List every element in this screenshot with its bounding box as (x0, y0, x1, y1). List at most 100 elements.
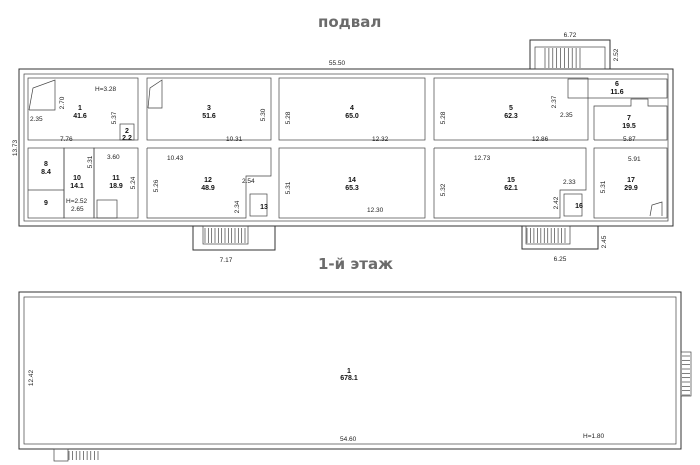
room-5-area: 62.3 (504, 113, 518, 120)
dim-br-stair-depth: 2.45 (601, 235, 608, 248)
room-1-dim: 2.70 (59, 96, 66, 109)
basement-plan: 1 41.6 2 2.2 3 51.6 4 65.0 5 62.3 6 11.6… (12, 32, 674, 264)
room-16-num: 16 (575, 203, 583, 210)
room-10-num: 10 (73, 175, 81, 182)
room-17 (593, 147, 668, 219)
room-15-area: 62.1 (504, 185, 518, 192)
room-6-num: 6 (615, 81, 619, 88)
dimension-labels: 55.50 13.73 6.72 2.52 7.17 6.25 2.45 H=3… (12, 32, 641, 264)
ff-room-1-num: 1 (347, 368, 351, 375)
room-1-area: 41.6 (73, 113, 87, 120)
room-3-area: 51.6 (202, 113, 216, 120)
room-2-num: 2 (125, 128, 129, 135)
room-12-num: 12 (204, 177, 212, 184)
room-4 (278, 77, 426, 141)
room-13-num: 13 (260, 204, 268, 211)
room-12-dim: 5.26 (153, 179, 160, 192)
room-5-dim: 5.28 (440, 111, 447, 124)
ff-height: H=1.80 (583, 433, 605, 440)
room-17-dim: 5.31 (600, 180, 607, 193)
first-floor-inner-wall (23, 296, 677, 445)
room-1-dim: 2.35 (30, 116, 43, 123)
room-1-height: H=3.28 (95, 86, 117, 93)
top-stair (529, 39, 611, 70)
room-1-stair (28, 79, 56, 111)
dim-top-stair-depth: 2.52 (613, 48, 620, 61)
room-16 (563, 193, 583, 217)
basement-inner-wall (23, 73, 669, 222)
room-17-stair (649, 201, 663, 217)
room-1-num: 1 (78, 105, 82, 112)
room-10-dim: 2.65 (71, 206, 84, 213)
bottom-right-stair (521, 225, 599, 250)
room-8-9 (27, 147, 65, 219)
dim-bl-stair-width: 7.17 (220, 257, 233, 264)
room-14-num: 14 (348, 177, 356, 184)
basement-outer-wall (18, 68, 674, 227)
room-5-dim: 2.37 (551, 95, 558, 108)
first-floor-title: 1-й этаж (318, 255, 394, 273)
room-5-num: 5 (509, 105, 513, 112)
basement-title: подвал (318, 13, 382, 31)
room-7-dim: 5.87 (623, 136, 636, 143)
room-2-area: 2.2 (122, 135, 132, 142)
room-3-num: 3 (207, 105, 211, 112)
bottom-left-stair (192, 225, 276, 251)
room-4-dim: 12.32 (372, 136, 389, 143)
room-15-dim: 2.42 (553, 196, 560, 209)
room-4-dim: 5.28 (285, 111, 292, 124)
room-9-num: 9 (44, 200, 48, 207)
first-floor-right-stair (680, 351, 692, 397)
room-3-dim: 5.30 (260, 108, 267, 121)
room-17-area: 29.9 (624, 185, 638, 192)
room-14-area: 65.3 (345, 185, 359, 192)
room-4-area: 65.0 (345, 113, 359, 120)
room-8-num: 8 (44, 161, 48, 168)
room-11-stair (96, 199, 118, 219)
dim-overall-width: 55.50 (329, 60, 346, 67)
room-10-height: H=2.52 (66, 198, 88, 205)
room-12 (146, 147, 272, 219)
room-1 (27, 77, 139, 141)
room-2 (119, 123, 135, 141)
room-12-dim: 2.34 (234, 200, 241, 213)
room-15-num: 15 (507, 177, 515, 184)
ff-dim-width: 54.60 (340, 436, 357, 443)
first-floor-plan: 1 678.1 12.42 54.60 H=1.80 (18, 291, 692, 462)
room-3-dim: 10.31 (226, 136, 243, 143)
room-11-dim: 3.60 (107, 154, 120, 161)
room-14-dim: 5.31 (285, 181, 292, 194)
room-11-dim: 5.24 (130, 176, 137, 189)
room-17-dim: 5.91 (628, 156, 641, 163)
room-10-dim: 5.31 (87, 155, 94, 168)
room-11-num: 11 (112, 175, 120, 182)
room-12-area: 48.9 (201, 185, 215, 192)
room-5 (433, 77, 589, 141)
room-10-area: 14.1 (70, 183, 84, 190)
room-12-dim: 2.54 (242, 178, 255, 185)
room-1-dim: 7.76 (60, 136, 73, 143)
room-6-area: 11.6 (610, 89, 623, 96)
room-17-num: 17 (627, 177, 635, 184)
room-14 (278, 147, 426, 219)
ff-dim-depth: 12.42 (28, 369, 35, 386)
room-5-dim: 2.35 (560, 112, 573, 119)
dim-br-stair-width: 6.25 (554, 256, 567, 263)
room-8-area: 8.4 (41, 169, 51, 176)
room-5-dim: 12.86 (532, 136, 549, 143)
room-labels: 1 41.6 2 2.2 3 51.6 4 65.0 5 62.3 6 11.6… (41, 81, 638, 211)
room-3 (146, 77, 272, 141)
room-3-stair (147, 79, 163, 109)
room-15-dim: 5.32 (440, 183, 447, 196)
room-4-num: 4 (350, 105, 354, 112)
room-11-area: 18.9 (109, 183, 123, 190)
room-13 (249, 193, 268, 217)
room-15-dim: 2.33 (563, 179, 576, 186)
room-1-dim: 5.37 (111, 111, 118, 124)
room-15-dim: 12.73 (474, 155, 491, 162)
dim-overall-depth: 13.73 (12, 139, 19, 156)
first-floor-left-stair (53, 448, 99, 462)
room-6 (567, 78, 668, 99)
ff-room-1-area: 678.1 (340, 375, 358, 382)
